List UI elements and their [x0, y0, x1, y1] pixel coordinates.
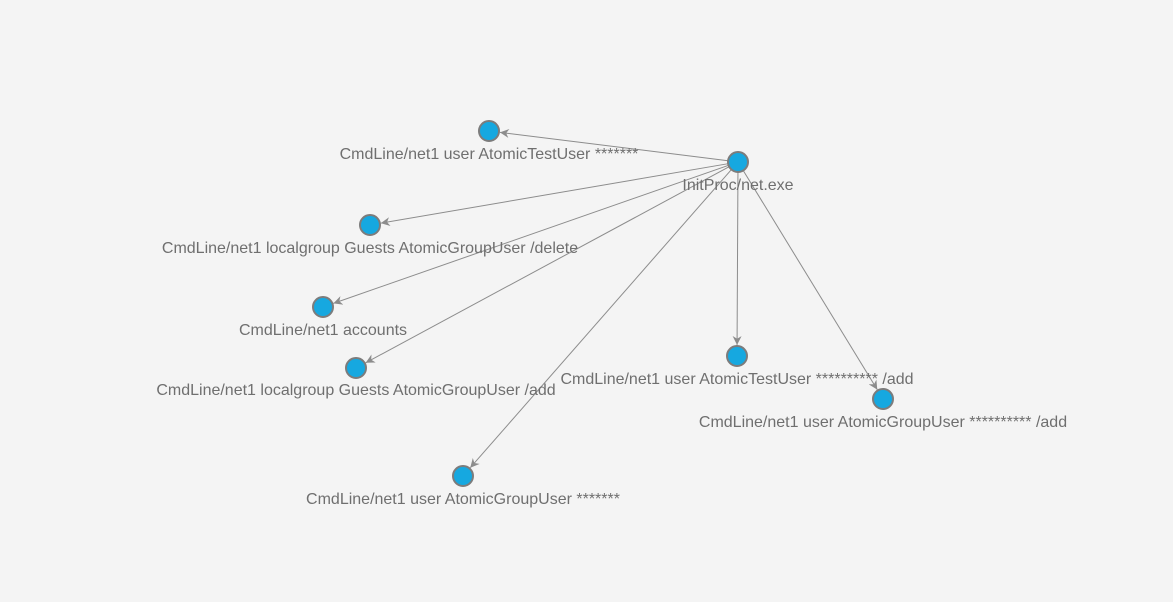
node-circle[interactable] [345, 357, 367, 379]
edge-root-to-n2 [380, 163, 729, 227]
node-circle[interactable] [478, 120, 500, 142]
edge-root-to-n5 [469, 169, 732, 469]
graph-node-n2[interactable]: CmdLine/net1 localgroup Guests AtomicGro… [162, 214, 578, 257]
edges-layer [333, 129, 878, 469]
graph-node-n4[interactable]: CmdLine/net1 localgroup Guests AtomicGro… [156, 357, 556, 399]
node-label: CmdLine/net1 user AtomicGroupUser ******… [306, 491, 620, 508]
graph-node-n6[interactable]: CmdLine/net1 user AtomicTestUser *******… [560, 345, 914, 388]
node-circle[interactable] [726, 345, 748, 367]
node-label: CmdLine/net1 user AtomicTestUser ******* [340, 146, 639, 163]
graph-node-n3[interactable]: CmdLine/net1 accounts [239, 296, 407, 339]
node-circle[interactable] [872, 388, 894, 410]
graph-node-n5[interactable]: CmdLine/net1 user AtomicGroupUser ******… [306, 465, 620, 508]
graph-node-root[interactable]: InitProc/net.exe [682, 151, 794, 194]
edge-root-to-n1 [499, 129, 729, 162]
node-label: CmdLine/net1 user AtomicTestUser *******… [560, 371, 913, 388]
node-circle[interactable] [359, 214, 381, 236]
node-circle[interactable] [312, 296, 334, 318]
node-label: CmdLine/net1 accounts [239, 322, 407, 339]
node-circle[interactable] [452, 465, 474, 487]
graph-node-n7[interactable]: CmdLine/net1 user AtomicGroupUser ******… [699, 388, 1067, 431]
edge-root-to-n6 [732, 171, 742, 346]
node-label: CmdLine/net1 localgroup Guests AtomicGro… [162, 240, 578, 257]
node-label: CmdLine/net1 localgroup Guests AtomicGro… [156, 382, 555, 399]
node-circle[interactable] [727, 151, 749, 173]
edge-root-to-n3 [333, 164, 729, 305]
edge-root-to-n4 [365, 166, 730, 364]
edge-root-to-n7 [742, 170, 878, 390]
node-label: CmdLine/net1 user AtomicGroupUser ******… [699, 414, 1067, 431]
graph-node-n1[interactable]: CmdLine/net1 user AtomicTestUser ******* [340, 120, 639, 163]
node-label: InitProc/net.exe [682, 177, 793, 194]
